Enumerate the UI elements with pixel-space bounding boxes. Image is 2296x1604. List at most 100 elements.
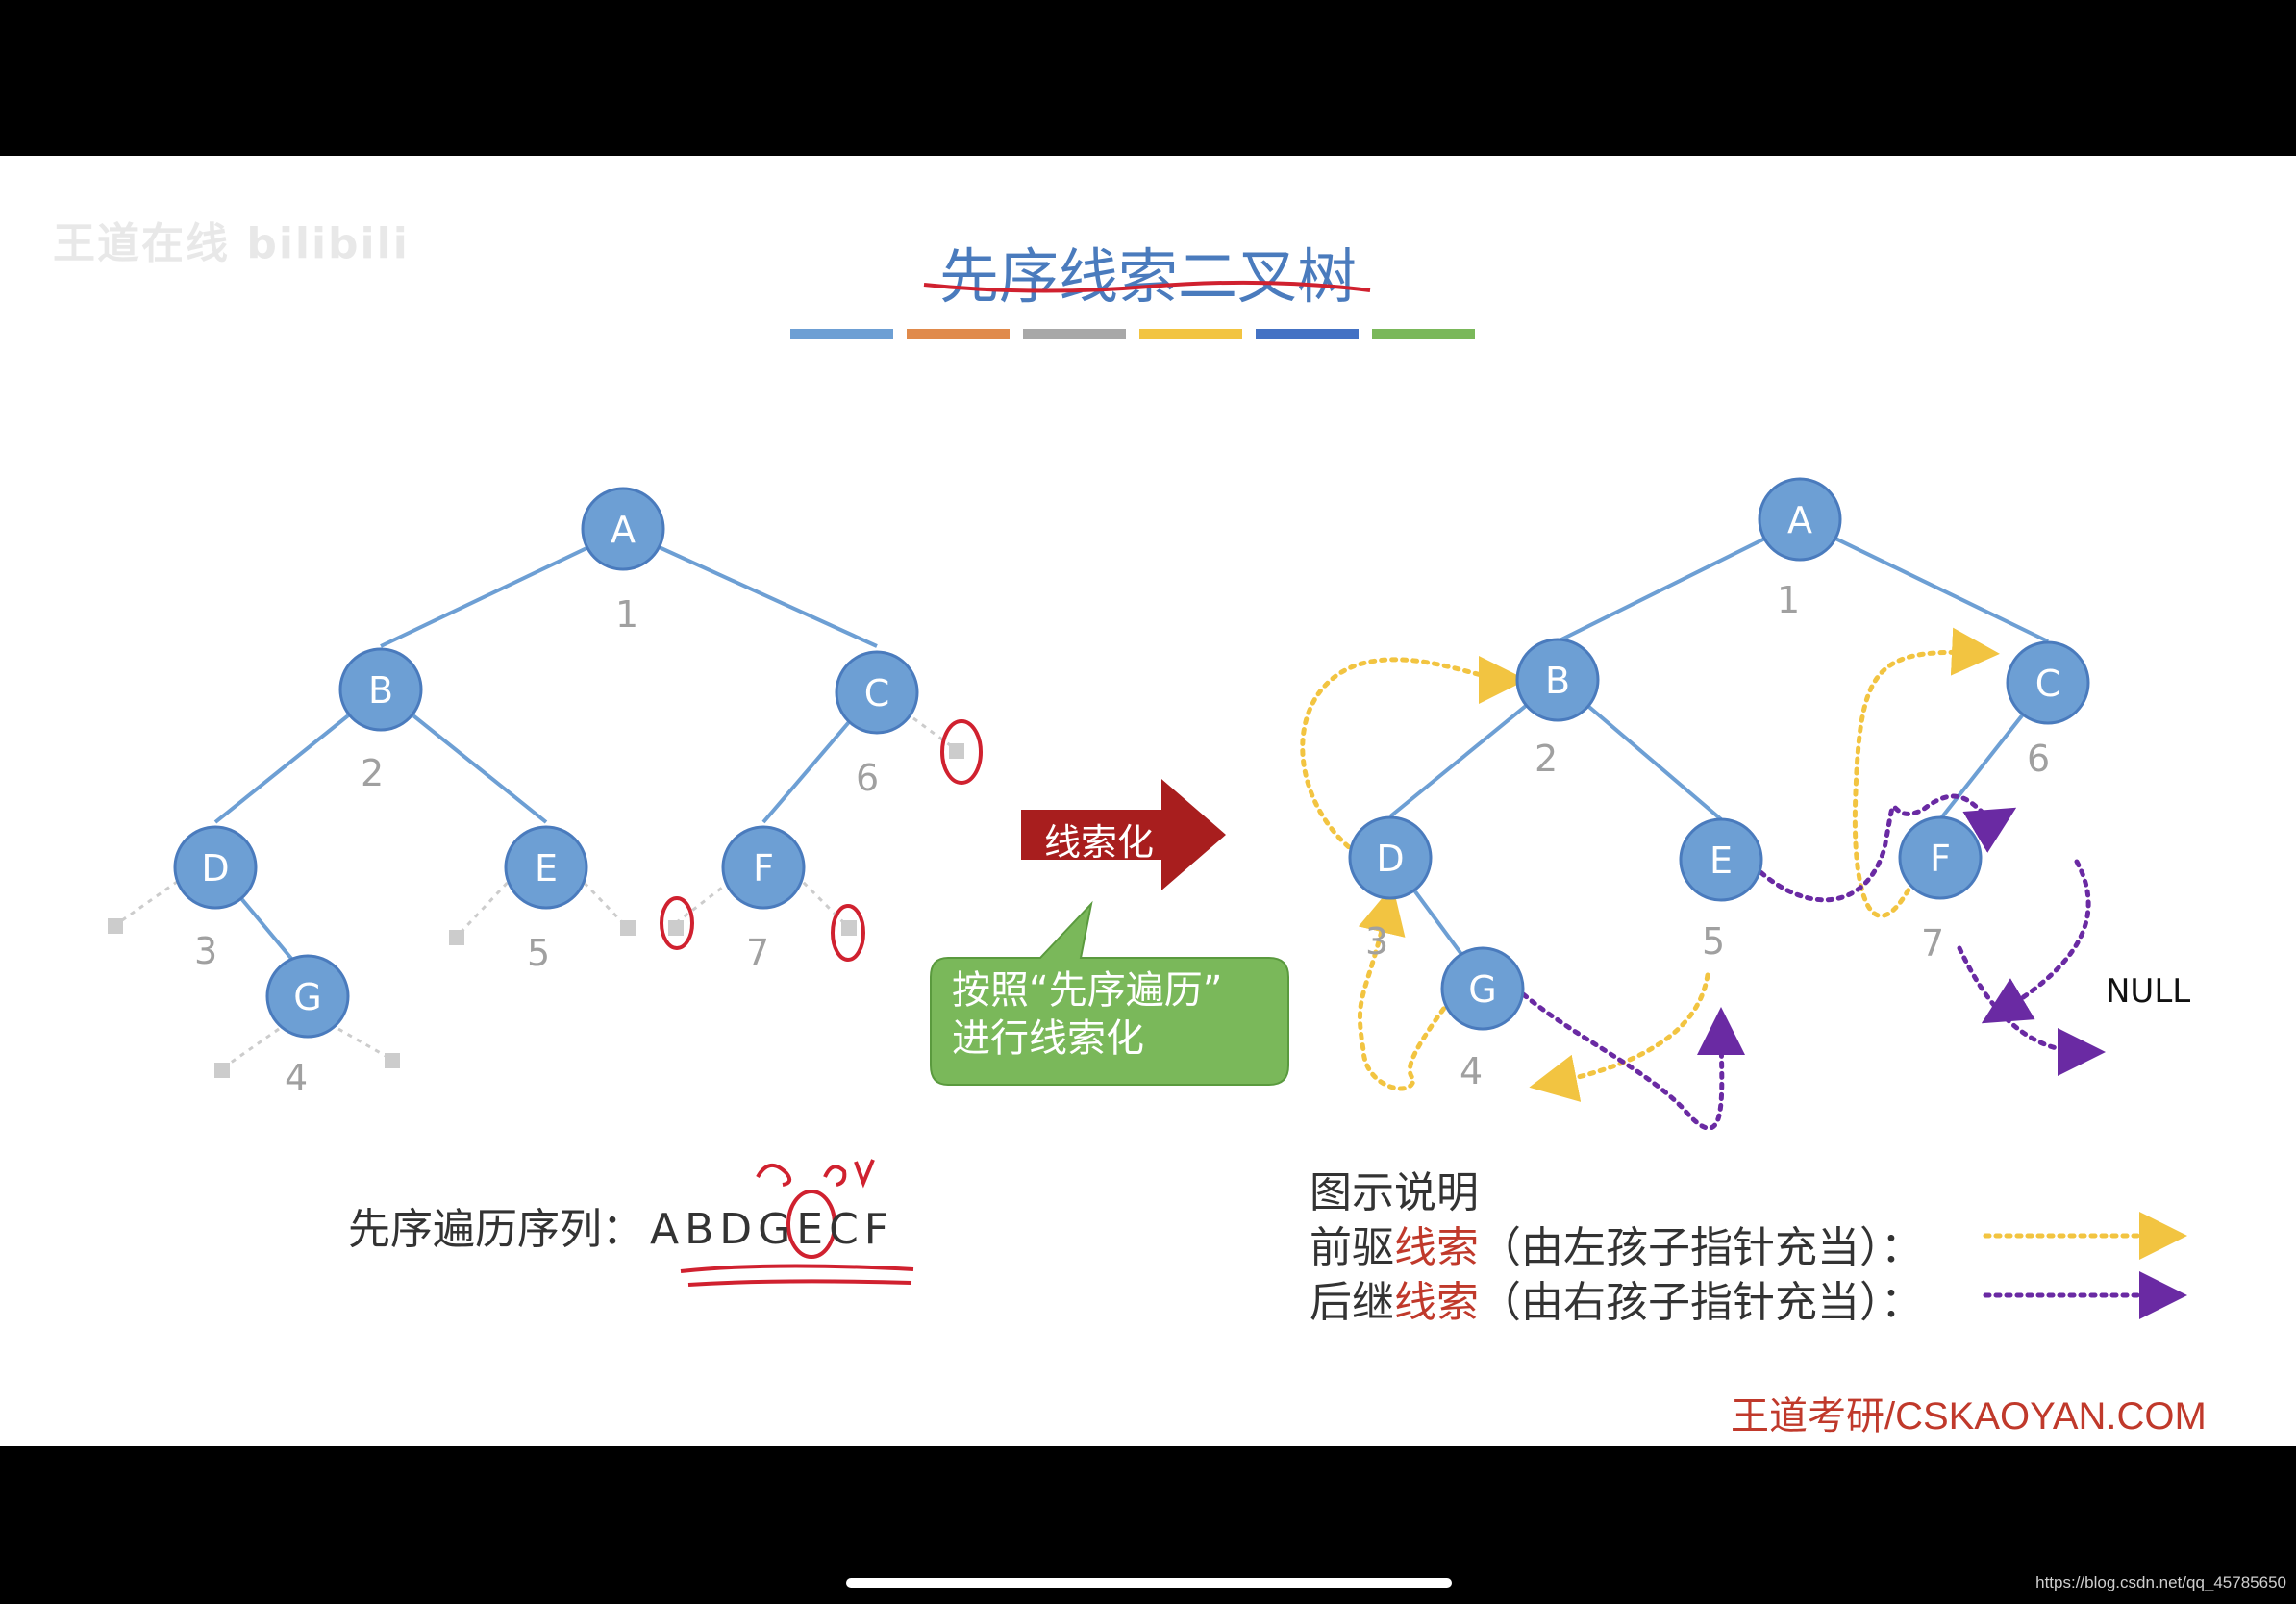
order-label: 4 bbox=[1460, 1050, 1483, 1092]
node-label: G bbox=[1468, 968, 1496, 1011]
left-tree-nodes: A B C D E F G bbox=[173, 487, 919, 1039]
right-tree-order-labels: 1 2 6 3 5 7 4 bbox=[1365, 579, 2050, 1092]
tree-node: E bbox=[1679, 817, 1763, 902]
order-label: 5 bbox=[527, 932, 550, 974]
node-label: A bbox=[611, 509, 636, 551]
legend-thread-word: 线索 bbox=[1394, 1278, 1479, 1327]
edge-a-c bbox=[1799, 519, 2049, 643]
callout-bubble bbox=[930, 900, 1289, 1086]
tree-node: E bbox=[504, 825, 588, 910]
color-bar-segment bbox=[1256, 329, 1359, 339]
tree-diagram: A B C D E F G 1 2 6 3 5 7 4 bbox=[108, 477, 2190, 1319]
order-label: 1 bbox=[1777, 579, 1800, 621]
legend-successor: 后继线索（由右孩子指针充当）： bbox=[1310, 1275, 1923, 1330]
legend: 图示说明 前驱线索（由左孩子指针充当）： 后继线索（由右孩子指针充当）： bbox=[1310, 1165, 1923, 1330]
legend-suffix: （由左孩子指针充当）： bbox=[1479, 1223, 1923, 1272]
order-label: 7 bbox=[746, 932, 769, 974]
tree-node: G bbox=[265, 954, 350, 1039]
tree-node: F bbox=[1898, 815, 1983, 900]
legend-prefix: 后继 bbox=[1310, 1278, 1394, 1327]
node-label: E bbox=[1710, 840, 1733, 882]
page-url: https://blog.csdn.net/qq_45785650 bbox=[2035, 1573, 2286, 1591]
color-bar-segment bbox=[1372, 329, 1475, 339]
thread-d-to-b bbox=[1300, 655, 1527, 863]
color-bar-segment bbox=[1139, 329, 1242, 339]
null-label: NULL bbox=[2106, 972, 2190, 1011]
order-label: 1 bbox=[615, 593, 638, 636]
null-pointer-squares bbox=[108, 743, 964, 1078]
tree-node: A bbox=[581, 487, 665, 571]
right-tree-edges bbox=[1388, 519, 2050, 985]
callout-line: 进行线索化 bbox=[952, 1016, 1144, 1061]
node-label: C bbox=[2035, 663, 2061, 705]
order-label: 5 bbox=[1702, 920, 1725, 963]
tree-node: C bbox=[2006, 640, 2090, 725]
legend-title: 图示说明 bbox=[1310, 1168, 1479, 1217]
order-label: 2 bbox=[361, 752, 384, 794]
node-label: G bbox=[293, 976, 321, 1018]
legend-prefix: 前驱 bbox=[1310, 1223, 1394, 1272]
node-label: F bbox=[1930, 838, 1951, 880]
handwritten-circles bbox=[660, 719, 983, 962]
left-tree-order-labels: 1 2 6 3 5 7 4 bbox=[194, 593, 879, 1099]
legend-predecessor: 前驱线索（由左孩子指针充当）： bbox=[1310, 1220, 1923, 1275]
node-label: D bbox=[1376, 838, 1404, 880]
tree-node: D bbox=[1348, 815, 1433, 900]
legend-thread-word: 线索 bbox=[1394, 1223, 1479, 1272]
thread-e-to-c bbox=[1743, 793, 2017, 903]
order-label: 6 bbox=[2027, 738, 2050, 780]
successor-threads bbox=[1497, 793, 2106, 1131]
predecessor-threads bbox=[1300, 627, 2000, 1102]
callout-line: 按照“先序遍历” bbox=[952, 968, 1223, 1013]
node-label: A bbox=[1787, 499, 1812, 541]
thread-button: 线索化 bbox=[1044, 821, 1155, 864]
sequence-annotations bbox=[680, 1159, 914, 1287]
title-underline-annotation bbox=[923, 280, 1371, 293]
left-tree-edges bbox=[213, 529, 879, 980]
preorder-sequence: 先序遍历序列：ABDGECF bbox=[348, 1194, 894, 1256]
tree-node: D bbox=[173, 825, 258, 910]
thread-f-to-null bbox=[1957, 945, 2106, 1076]
order-label: 3 bbox=[194, 930, 217, 972]
node-label: B bbox=[368, 669, 393, 712]
thread-arrow-shape bbox=[1021, 779, 1226, 890]
legend-suffix: （由右孩子指针充当）： bbox=[1479, 1278, 1923, 1327]
node-label: E bbox=[535, 847, 558, 890]
edge-a-b bbox=[1557, 519, 1801, 643]
thread-f-to-e bbox=[1852, 627, 2000, 918]
right-tree-nodes: A B C D E F G bbox=[1348, 477, 2090, 1031]
slide: 王道在线 bilibili 先序线索二叉树 bbox=[0, 156, 2296, 1446]
thread-c-to-f bbox=[1981, 859, 2091, 1024]
tree-node: B bbox=[338, 647, 423, 732]
order-label: 6 bbox=[856, 757, 879, 799]
order-label: 2 bbox=[1535, 738, 1558, 780]
tree-node: A bbox=[1758, 477, 1842, 562]
node-label: D bbox=[201, 847, 229, 890]
thread-g-to-e bbox=[1497, 970, 1746, 1131]
edge-a-b bbox=[380, 529, 624, 648]
color-bar-segment bbox=[1023, 329, 1126, 339]
home-indicator[interactable] bbox=[846, 1578, 1452, 1588]
tree-node: F bbox=[721, 825, 806, 910]
color-bar-segment bbox=[907, 329, 1010, 339]
callout-text: 按照“先序遍历” 进行线索化 bbox=[952, 966, 1288, 1063]
node-label: B bbox=[1545, 660, 1570, 702]
watermark-logo: 王道在线 bilibili bbox=[53, 219, 410, 268]
node-label: F bbox=[753, 847, 774, 890]
page-title: 先序线索二叉树 bbox=[938, 241, 1357, 312]
sequence-value: ABDGECF bbox=[650, 1205, 895, 1254]
thread-g-to-d bbox=[1358, 885, 1453, 1091]
sequence-label: 先序遍历序列： bbox=[348, 1205, 644, 1254]
tree-node: G bbox=[1440, 946, 1525, 1031]
order-label: 3 bbox=[1365, 920, 1388, 963]
order-label: 7 bbox=[1921, 922, 1944, 965]
color-bar-segment bbox=[790, 329, 893, 339]
order-label: 4 bbox=[285, 1057, 308, 1099]
tree-node: C bbox=[835, 650, 919, 735]
thread-e-to-g bbox=[1529, 972, 1710, 1102]
footer-brand: 王道考研/CSKAOYAN.COM bbox=[1731, 1395, 2207, 1438]
tree-node: B bbox=[1515, 638, 1600, 722]
node-label: C bbox=[864, 672, 890, 714]
color-bar bbox=[790, 329, 1475, 339]
edge-a-c bbox=[622, 529, 878, 648]
